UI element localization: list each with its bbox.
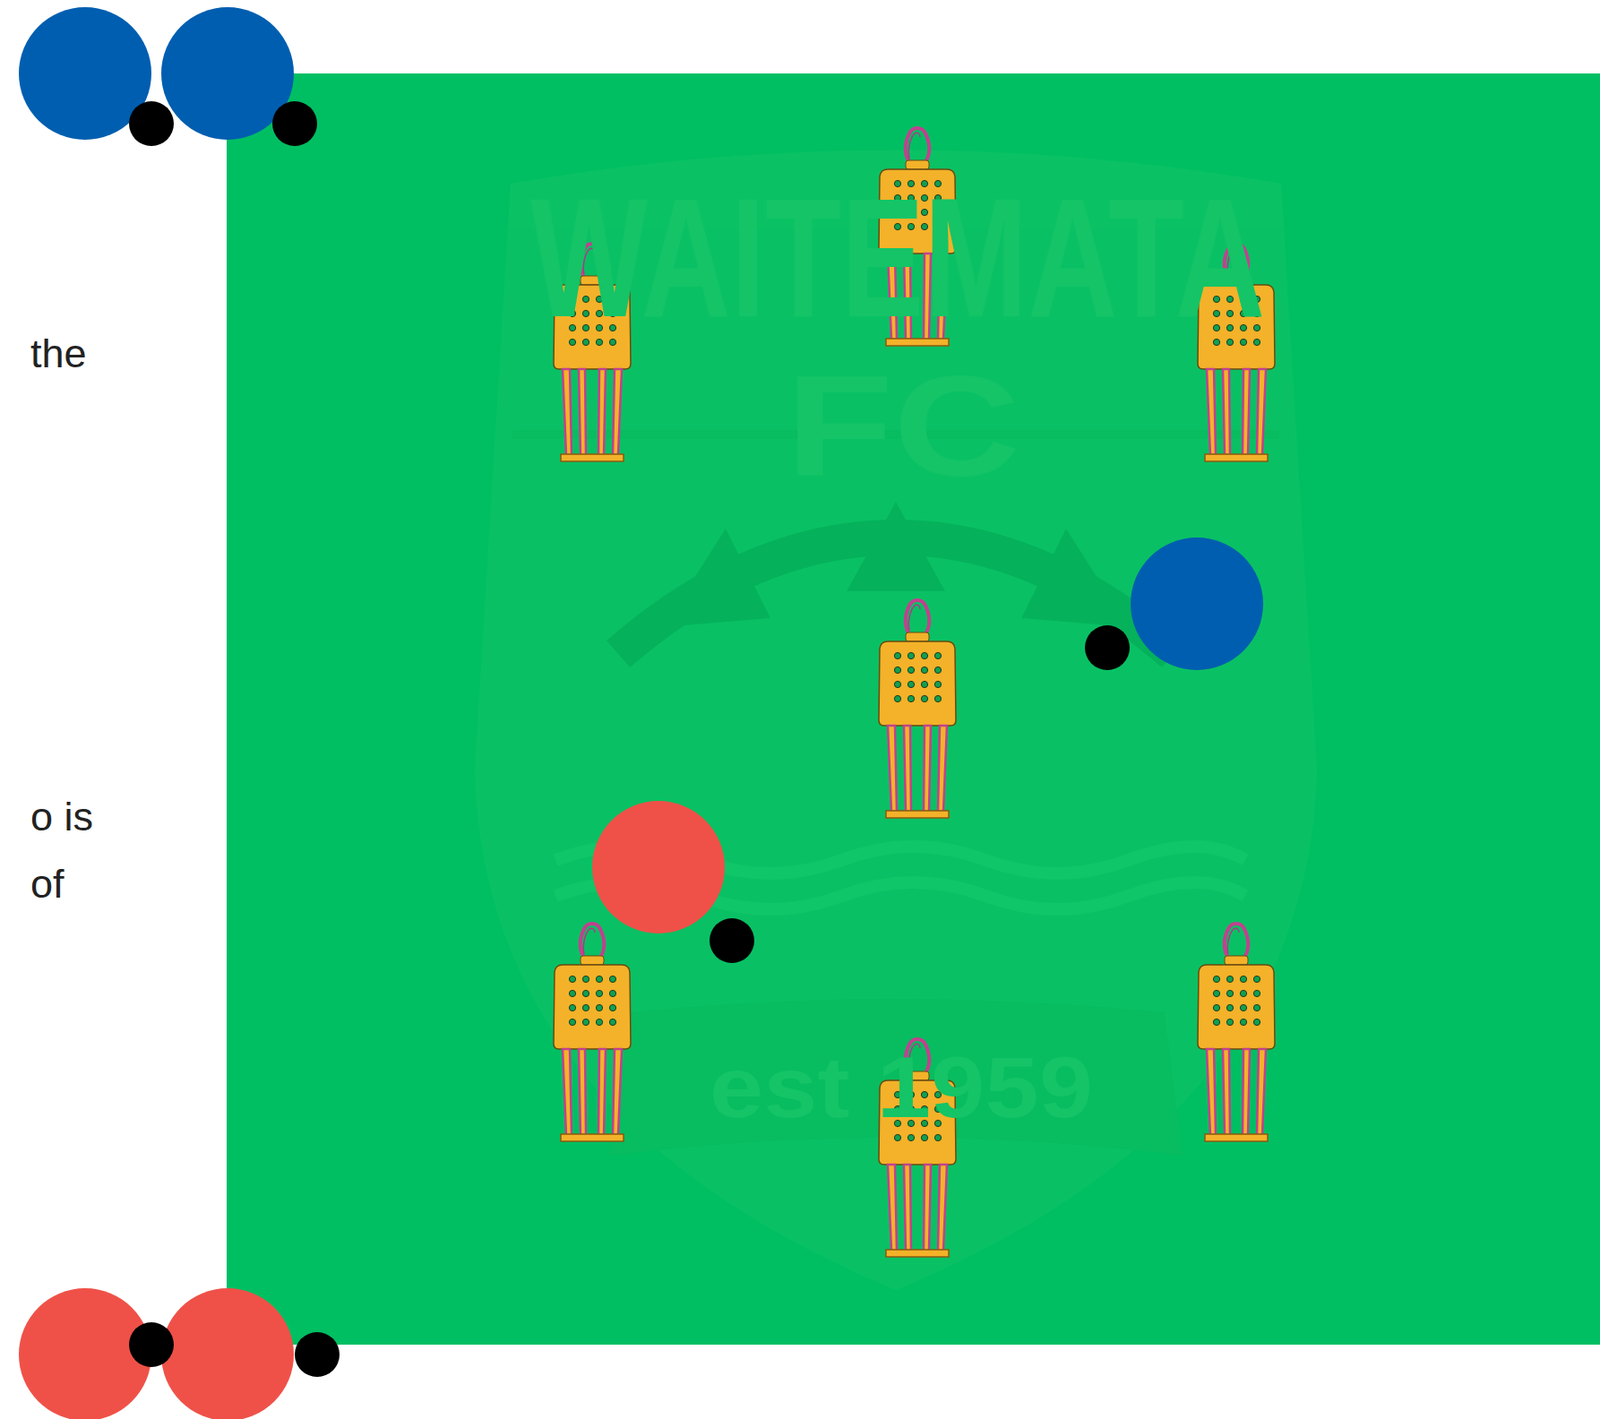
ball bbox=[129, 101, 174, 147]
mannequin bbox=[878, 600, 956, 818]
note-text: the bbox=[30, 333, 87, 374]
player bbox=[592, 800, 725, 934]
mannequin bbox=[553, 923, 631, 1142]
ball bbox=[129, 1322, 174, 1368]
ball bbox=[294, 1332, 340, 1377]
blue-queue bbox=[18, 7, 318, 147]
ball bbox=[272, 101, 318, 147]
ball bbox=[709, 918, 755, 964]
watermark-text: est 1959 bbox=[709, 1044, 1093, 1131]
red-queue bbox=[18, 1288, 340, 1419]
player bbox=[161, 1288, 294, 1419]
pitch bbox=[226, 73, 1600, 1345]
ball bbox=[1084, 625, 1130, 671]
player bbox=[1130, 537, 1264, 671]
watermark-text: WAITEMATA bbox=[530, 172, 1265, 343]
note-text: o is bbox=[30, 796, 94, 837]
crest-watermark bbox=[474, 150, 1317, 1291]
note-text: of bbox=[30, 863, 65, 904]
watermark-text: FC bbox=[785, 353, 1021, 498]
mannequin bbox=[1197, 923, 1275, 1142]
